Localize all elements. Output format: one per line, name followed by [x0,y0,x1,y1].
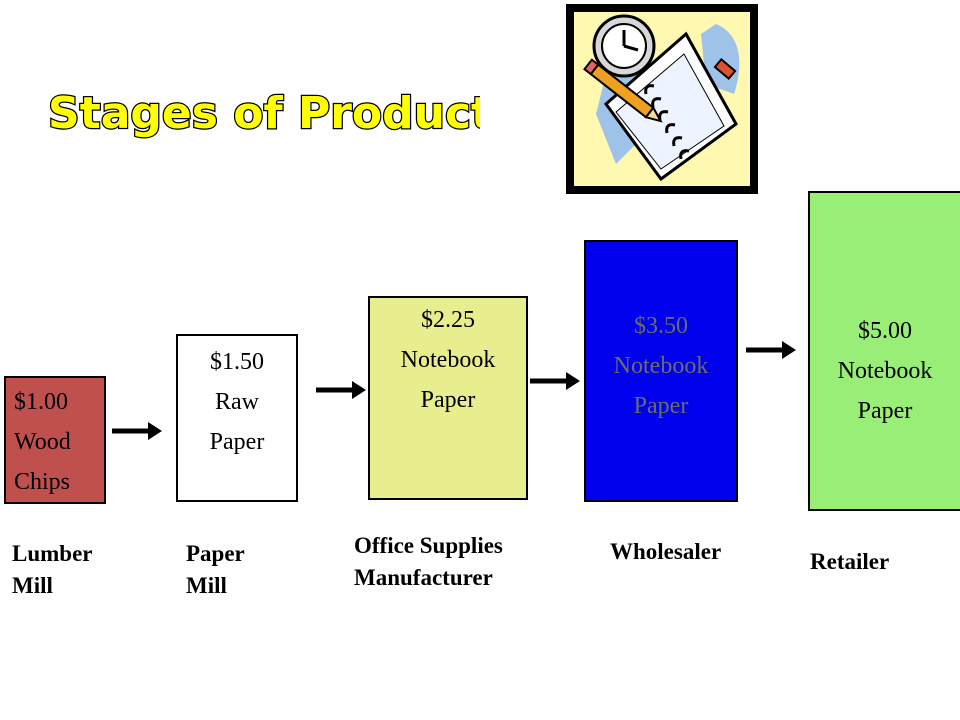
wholesaler-product-line2: Paper [633,393,689,419]
page-title: Stages of Production [47,87,480,141]
paper-mill-box: $1.50 Raw Paper [176,334,298,502]
lumber-product-line2: Chips [14,469,71,495]
office-product-line1: Notebook [400,347,496,373]
lumber-price: $1.00 [14,389,68,415]
retailer-product-line1: Notebook [837,358,933,384]
paper-mill-label: Paper Mill [186,538,245,602]
wholesaler-label-line1: Wholesaler [610,539,722,564]
wholesaler-price: $3.50 [634,313,688,339]
paper-mill-label-line2: Mill [186,573,227,598]
arrow-paper-to-office [316,381,366,399]
lumber-mill-label: Lumber Mill [12,538,93,602]
office-supplies-label: Office Supplies Manufacturer [354,530,503,594]
office-price: $2.25 [421,307,475,333]
retailer-product-line2: Paper [857,398,913,424]
wholesaler-box: $3.50 Notebook Paper [584,240,738,502]
arrow-office-to-wholesaler [530,372,580,390]
retailer-label-line1: Retailer [810,549,890,574]
wholesaler-product-line1: Notebook [613,353,709,379]
office-supplies-box: $2.25 Notebook Paper [368,296,528,500]
page-title-text: Stages of Production [48,88,480,139]
lumber-label-line2: Mill [12,573,53,598]
wholesaler-label: Wholesaler [610,536,721,568]
paper-mill-label-line1: Paper [186,541,245,566]
arrow-wholesaler-to-retailer [746,341,796,359]
paper-mill-product-line2: Paper [209,429,265,455]
retailer-label: Retailer [810,546,889,578]
paper-mill-product-line1: Raw [215,389,259,415]
office-product-line2: Paper [420,387,476,413]
notebook-clock-icon [566,4,758,194]
arrow-lumber-to-paper [112,422,162,440]
lumber-product-line1: Wood [14,429,71,455]
paper-mill-price: $1.50 [210,349,264,375]
retailer-price: $5.00 [858,318,912,344]
retailer-box: $5.00 Notebook Paper [808,191,960,511]
lumber-label-line1: Lumber [12,541,93,566]
office-label-line1: Office Supplies [354,533,503,558]
lumber-mill-box: $1.00 Wood Chips [4,376,106,504]
office-label-line2: Manufacturer [354,565,493,590]
